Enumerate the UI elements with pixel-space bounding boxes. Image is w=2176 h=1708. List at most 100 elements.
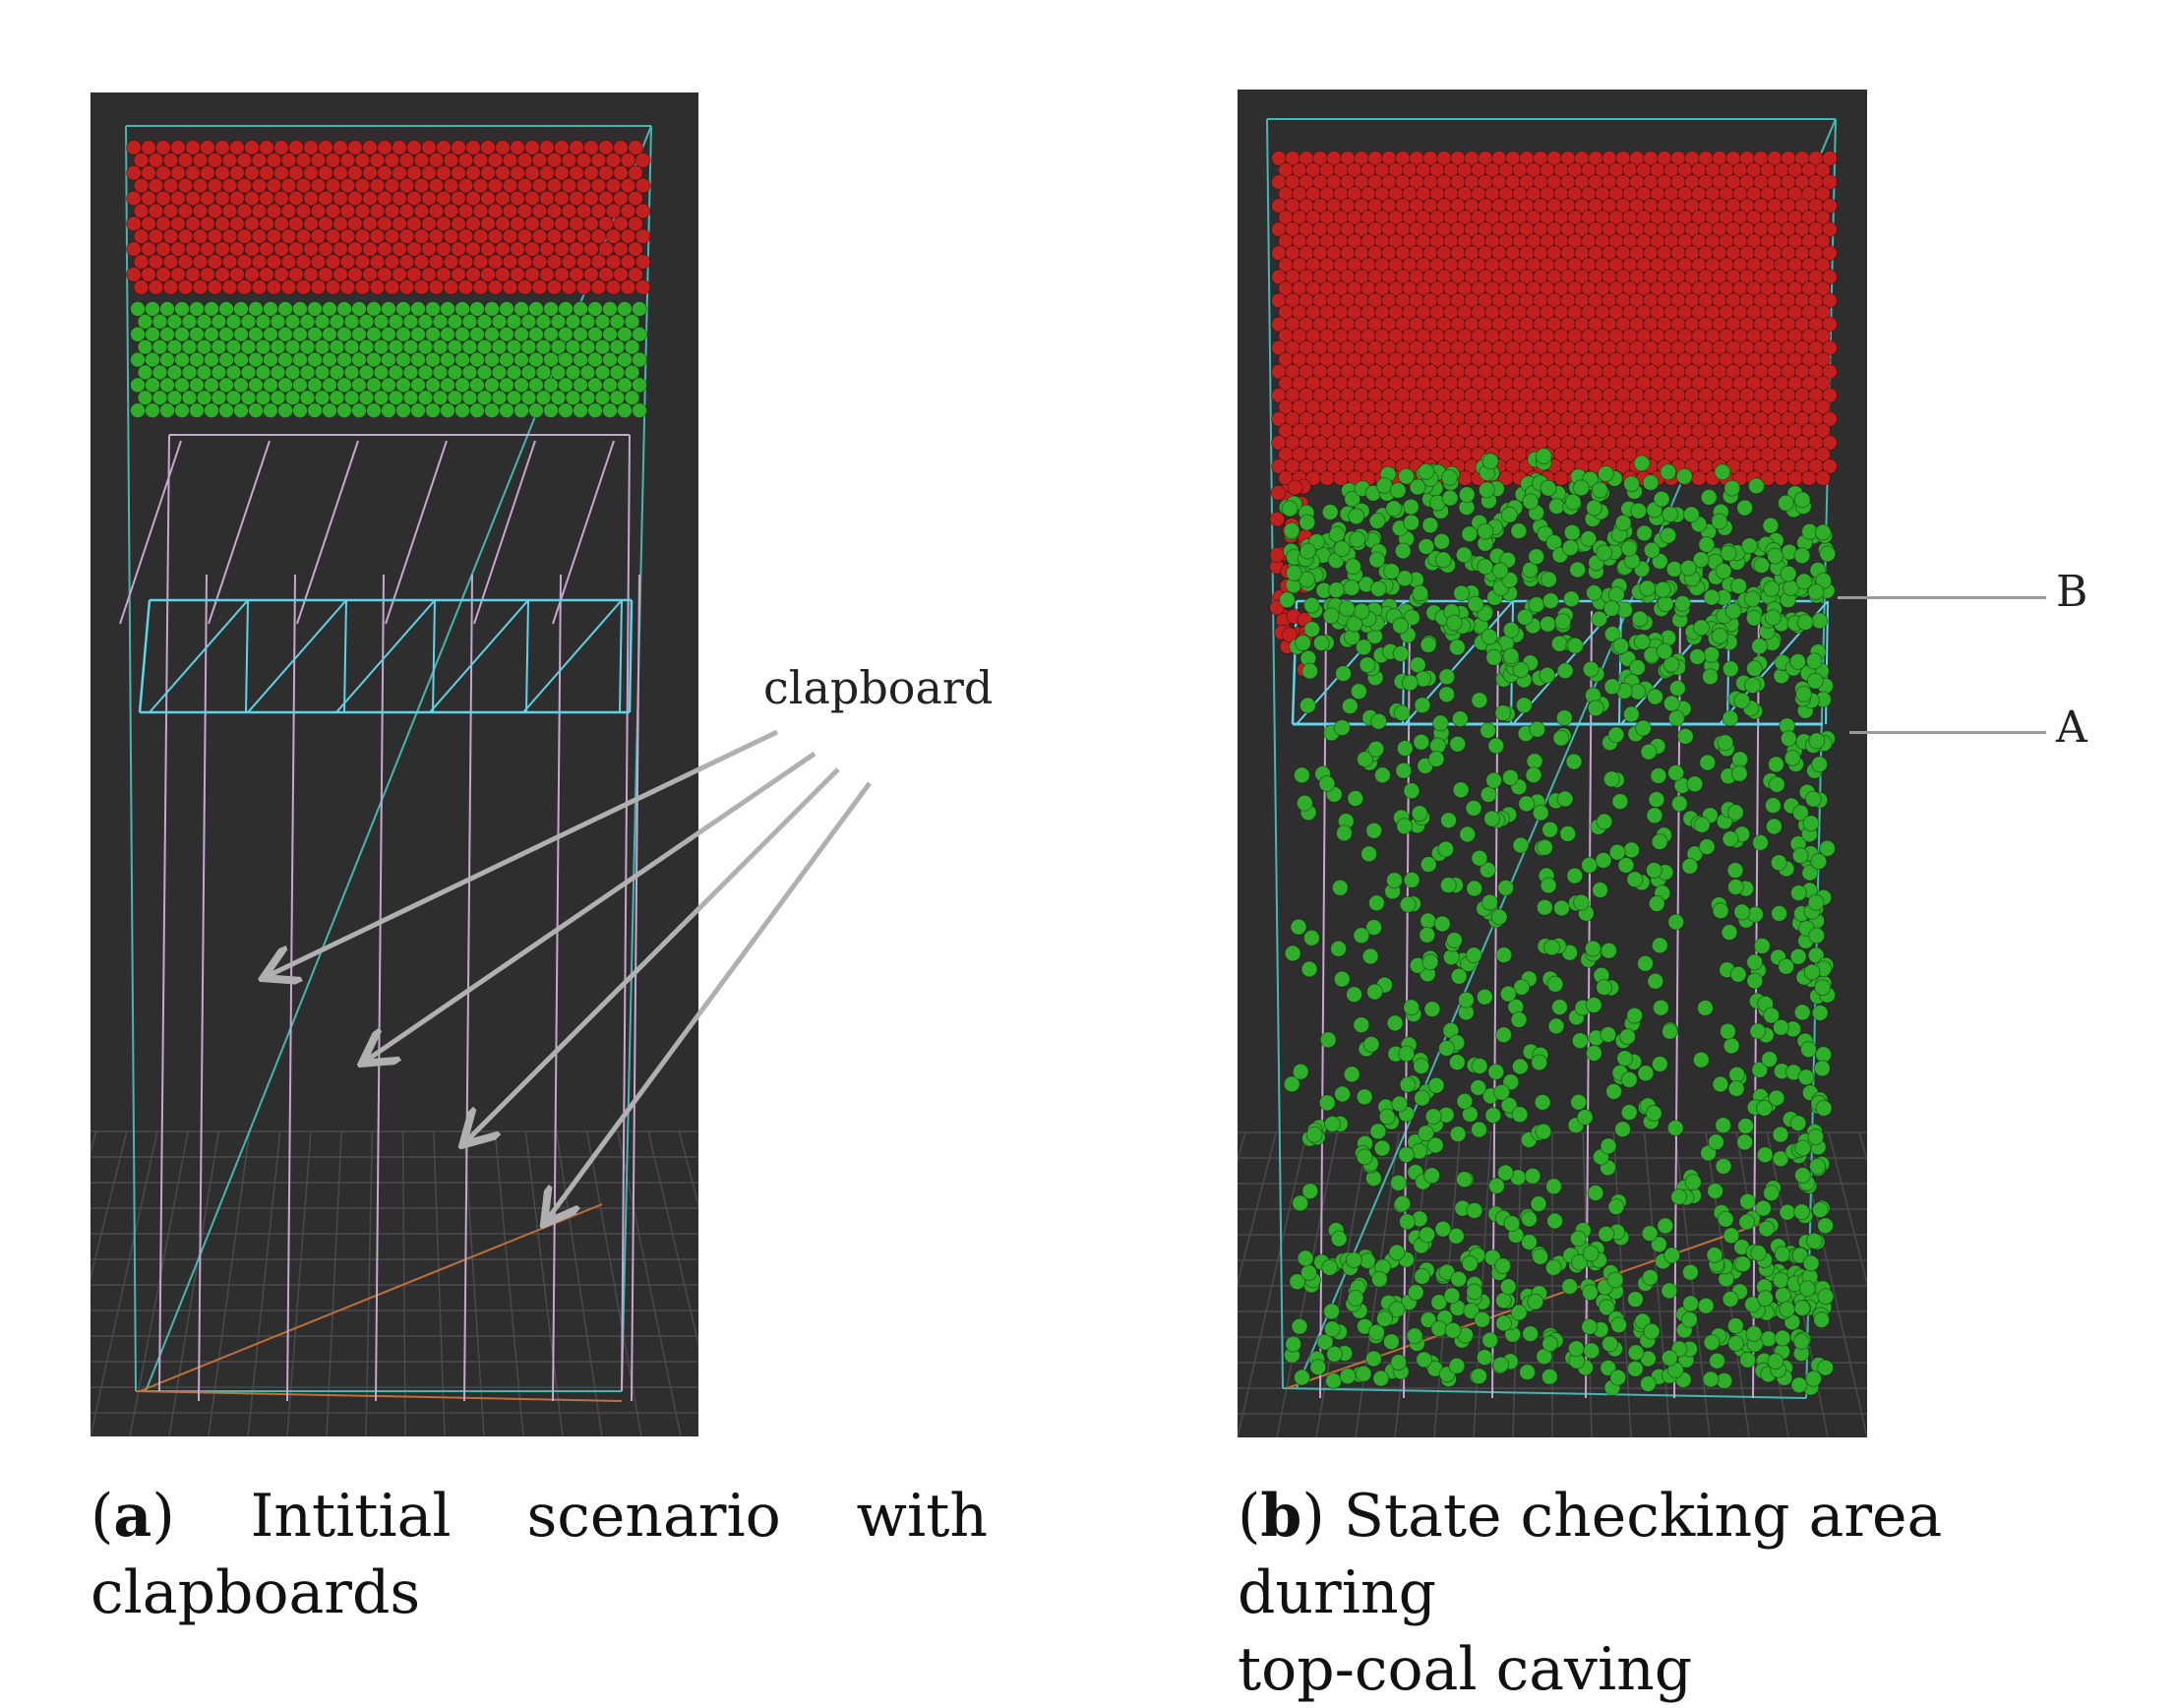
rock-particle	[1806, 672, 1824, 690]
rock-particle	[1448, 1357, 1466, 1374]
caption-b-tag: (b)	[1238, 1482, 1325, 1551]
rock-particle	[1346, 615, 1363, 633]
rock-particle	[1448, 639, 1466, 656]
rock-particle	[1406, 1327, 1423, 1345]
grid-line	[365, 1130, 374, 1436]
rock-particle	[1645, 862, 1662, 879]
grid-line	[91, 1130, 128, 1281]
rock-particle	[499, 402, 514, 419]
rock-particle	[1709, 1352, 1725, 1370]
rock-particle	[1819, 839, 1836, 857]
rock-particle	[1457, 991, 1475, 1008]
rock-particle	[189, 402, 205, 419]
rock-particle	[1711, 513, 1728, 530]
rock-particle	[1326, 1345, 1343, 1363]
rock-particle	[1631, 610, 1649, 628]
top-coal-particle	[1815, 304, 1831, 321]
rock-particle	[1502, 1073, 1520, 1091]
rock-particle	[1667, 709, 1685, 727]
rock-particle	[1805, 1232, 1823, 1250]
rock-particle	[1434, 551, 1452, 569]
top-coal-particle	[236, 278, 253, 295]
rock-particle	[1602, 600, 1620, 617]
top-coal-particle	[148, 278, 164, 295]
rock-particle	[1419, 1226, 1436, 1244]
rock-particle	[1684, 1173, 1702, 1190]
clapboard-annotation: clapboard	[763, 661, 994, 714]
rock-particle	[1707, 1183, 1724, 1199]
rock-particle	[366, 402, 382, 419]
rock-particle	[1559, 824, 1577, 842]
rock-particle	[263, 402, 278, 419]
rock-particle	[1423, 1167, 1441, 1185]
rock-particle	[1399, 895, 1417, 913]
rock-particle	[1702, 668, 1719, 686]
rock-particle	[1466, 1201, 1483, 1219]
rock-particle	[1461, 1254, 1479, 1272]
check-area-diagonal	[247, 599, 347, 713]
rock-particle	[1490, 908, 1508, 926]
rock-particle	[1550, 999, 1568, 1016]
rock-particle	[1300, 960, 1318, 978]
top-coal-particle	[1822, 198, 1838, 214]
floor-edge	[135, 1390, 623, 1402]
rock-particle	[1596, 979, 1613, 997]
rock-particle	[1733, 692, 1751, 709]
top-coal-particle	[546, 278, 563, 295]
top-coal-particle	[635, 177, 651, 194]
rock-particle	[1774, 1329, 1791, 1347]
leader-line-b	[1838, 596, 2046, 599]
top-coal-particle	[1815, 447, 1831, 462]
rock-particle	[233, 402, 249, 419]
rock-particle	[1668, 680, 1686, 697]
top-coal-particle	[1815, 375, 1831, 392]
rock-particle	[1512, 836, 1530, 854]
rock-particle	[1722, 1290, 1739, 1308]
rock-particle	[1556, 662, 1574, 680]
rock-particle	[1478, 481, 1495, 499]
rock-particle	[1362, 1035, 1380, 1053]
top-coal-particle	[339, 278, 356, 295]
check-area-diagonal	[149, 599, 249, 713]
rock-particle	[1727, 1335, 1744, 1352]
top-coal-particle	[502, 278, 518, 295]
rock-particle	[1768, 775, 1785, 793]
rock-particle	[624, 390, 640, 406]
rock-particle	[1325, 1372, 1343, 1389]
clapboard-slant	[296, 440, 359, 625]
clapboard-plate	[1673, 610, 1681, 1399]
rock-particle	[624, 313, 640, 330]
rock-particle	[1368, 551, 1386, 569]
rock-particle	[1395, 762, 1413, 779]
rock-particle	[1480, 786, 1497, 803]
rock-particle	[1539, 666, 1556, 684]
grid-line	[1433, 1131, 1462, 1437]
rock-particle	[1418, 538, 1435, 555]
rock-particle	[1409, 656, 1426, 674]
top-coal-particle	[1822, 151, 1838, 166]
top-coal-particle	[295, 278, 312, 295]
rock-particle	[1561, 539, 1579, 557]
rock-particle	[1722, 830, 1739, 848]
top-coal-particle	[635, 228, 651, 245]
rock-particle	[1745, 1325, 1763, 1343]
rock-particle	[1813, 1312, 1831, 1328]
rock-particle	[1323, 1115, 1341, 1132]
rock-particle	[1736, 499, 1754, 517]
rock-particle	[1803, 963, 1821, 981]
rock-particle	[1399, 1213, 1416, 1231]
rock-particle	[1794, 1139, 1812, 1157]
rock-particle	[1365, 919, 1383, 937]
rock-particle	[1353, 1016, 1370, 1034]
rock-particle	[1777, 494, 1794, 512]
rock-particle	[1385, 500, 1403, 518]
rock-particle	[1356, 1148, 1373, 1166]
rock-particle	[1456, 1092, 1474, 1110]
rock-particle	[543, 402, 559, 419]
top-coal-particle	[1815, 470, 1831, 487]
top-coal-particle	[1822, 458, 1838, 474]
rock-particle	[1459, 825, 1477, 843]
rock-particle	[1740, 537, 1758, 555]
top-coal-particle	[1822, 245, 1838, 262]
rock-particle	[204, 402, 219, 419]
